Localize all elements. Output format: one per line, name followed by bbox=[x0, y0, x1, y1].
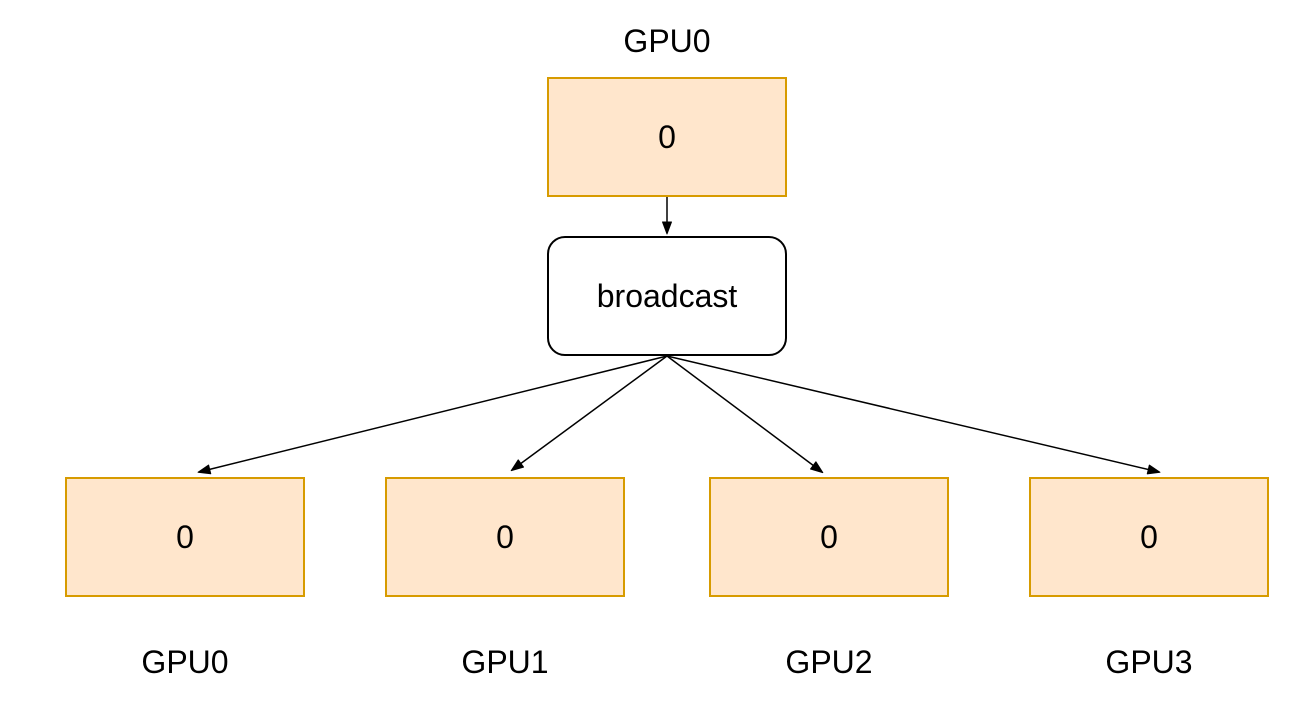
arrow-broadcast-to-gpu0 bbox=[197, 355, 668, 475]
output-tensor-value-gpu0: 0 bbox=[176, 518, 194, 555]
input-tensor-box: 0 bbox=[547, 77, 787, 197]
output-tensor-box-gpu2: 0 bbox=[709, 477, 949, 597]
output-gpu-label-gpu1: GPU1 bbox=[461, 644, 549, 680]
output-tensor-value-gpu2: 0 bbox=[820, 518, 838, 555]
arrow-broadcast-to-gpu3 bbox=[666, 355, 1161, 475]
output-gpu-label-gpu0: GPU0 bbox=[141, 644, 229, 680]
output-tensor-box-gpu0: 0 bbox=[65, 477, 305, 597]
broadcast-op-label: broadcast bbox=[596, 277, 738, 314]
output-gpu-label-gpu3: GPU3 bbox=[1105, 644, 1193, 680]
input-gpu-label: GPU0 bbox=[623, 23, 711, 59]
output-tensor-value-gpu1: 0 bbox=[496, 518, 514, 555]
output-tensor-box-gpu3: 0 bbox=[1029, 477, 1269, 597]
output-tensor-box-gpu1: 0 bbox=[385, 477, 625, 597]
input-tensor-value: 0 bbox=[658, 118, 676, 155]
arrow-broadcast-to-gpu2 bbox=[666, 355, 824, 474]
arrow-broadcast-to-gpu1 bbox=[510, 355, 668, 472]
output-gpu-label-gpu2: GPU2 bbox=[785, 644, 873, 680]
broadcast-op-node: broadcast bbox=[547, 236, 787, 356]
output-tensor-value-gpu3: 0 bbox=[1140, 518, 1158, 555]
